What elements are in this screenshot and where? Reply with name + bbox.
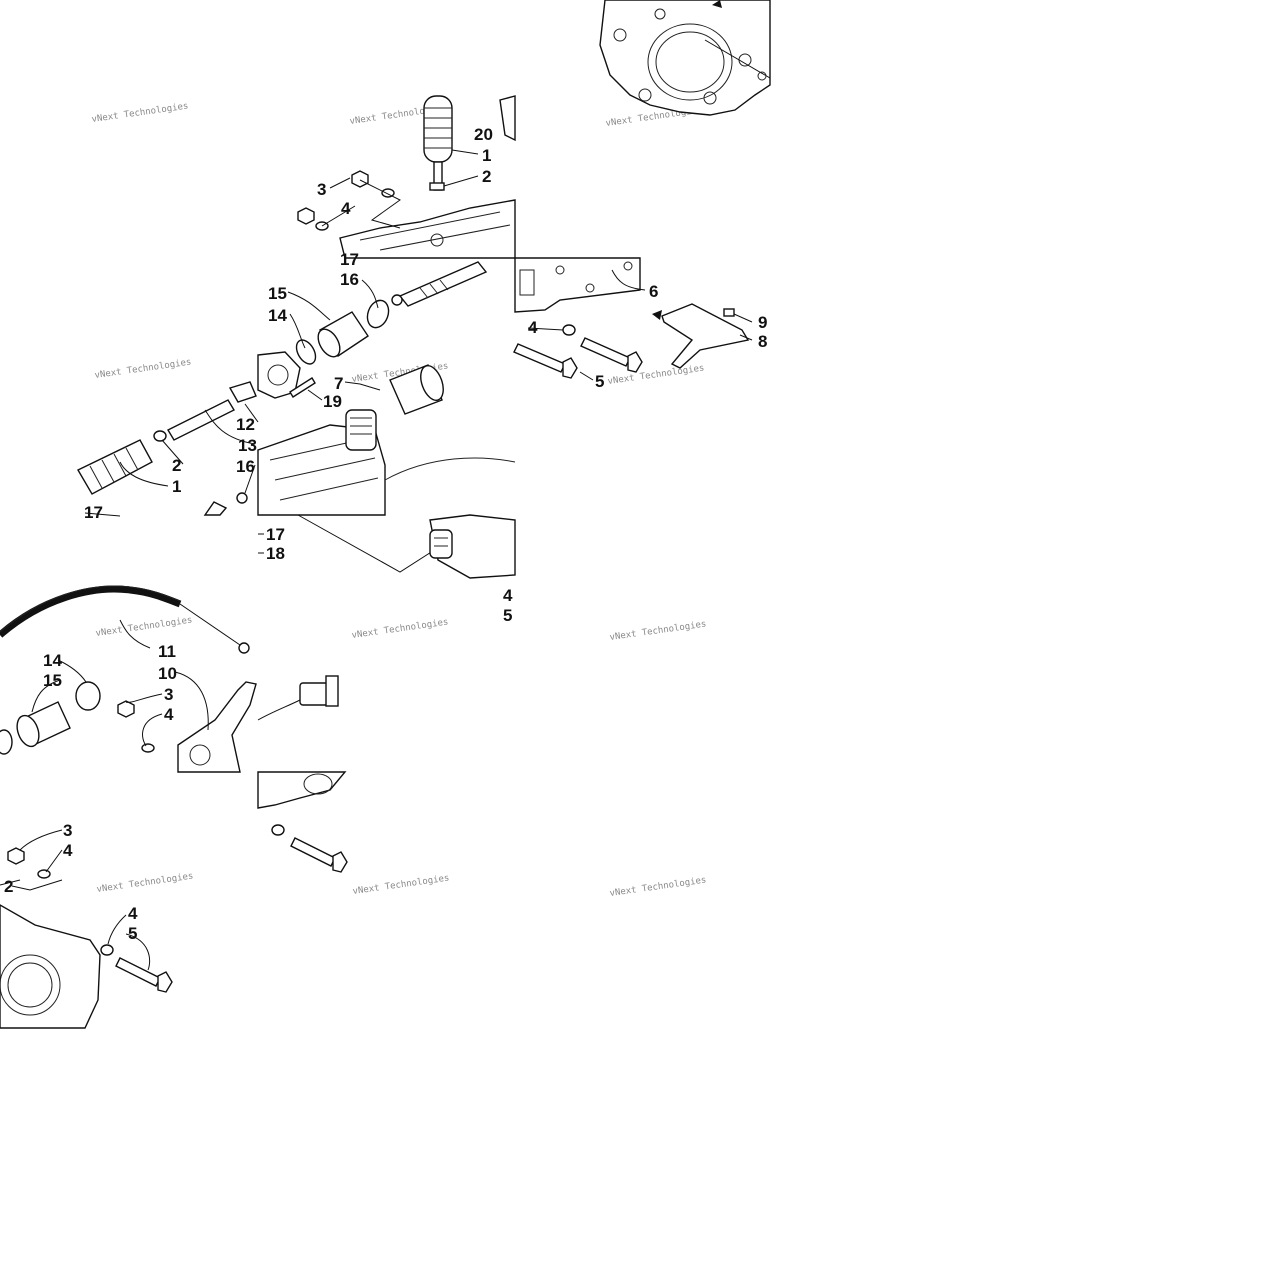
callout-17-left: 17 xyxy=(84,503,103,522)
callout-4-motor: 4 xyxy=(503,586,513,605)
rubber-boot-part xyxy=(77,439,153,495)
callout-5-bolt: 5 xyxy=(128,924,137,943)
motor-lower xyxy=(257,514,516,721)
callout-5-motor: 5 xyxy=(503,606,512,625)
nut-part xyxy=(351,170,369,188)
callout-labels: 20 1 2 3 4 17 16 15 14 12 13 2 1 16 7 19… xyxy=(4,125,767,943)
leader-lines xyxy=(0,149,753,971)
clip-part xyxy=(153,430,167,442)
connector-part xyxy=(257,675,339,721)
callout-1-lower: 1 xyxy=(172,477,181,496)
watermark: vNext Technologies xyxy=(609,619,707,642)
ring-part xyxy=(75,681,101,711)
bolt-part-long xyxy=(290,837,348,873)
watermark: vNext Technologies xyxy=(94,357,192,380)
gear-selector-upper xyxy=(297,95,516,307)
callout-12: 12 xyxy=(236,415,255,434)
washer-part xyxy=(100,944,114,956)
callout-2-bottom: 2 xyxy=(4,877,13,896)
callout-9: 9 xyxy=(758,313,767,332)
watermark: vNext Technologies xyxy=(352,873,450,896)
callout-2: 2 xyxy=(482,167,491,186)
bracket-part xyxy=(661,303,750,369)
rubber-boot-part xyxy=(423,95,453,191)
callout-4-right: 4 xyxy=(528,318,538,337)
callout-11: 11 xyxy=(158,642,176,661)
cover-part xyxy=(499,95,516,142)
callout-8: 8 xyxy=(758,332,767,351)
washer-part xyxy=(37,869,51,879)
callout-7: 7 xyxy=(334,374,343,393)
callout-4-bottom: 4 xyxy=(63,841,73,860)
callout-16: 16 xyxy=(340,270,359,289)
watermark: vNext Technologies xyxy=(351,617,449,640)
housing-lower-left xyxy=(0,847,173,1029)
ring-part xyxy=(366,299,390,329)
bracket-part xyxy=(228,381,257,403)
cable-and-boots xyxy=(0,585,257,773)
callout-19: 19 xyxy=(323,392,342,411)
callout-14-lower: 14 xyxy=(43,651,62,670)
nut-part xyxy=(117,700,135,718)
callout-3: 3 xyxy=(317,180,326,199)
callout-20: 20 xyxy=(474,125,493,144)
bolt-part-long xyxy=(513,343,578,379)
watermark: vNext Technologies xyxy=(91,101,189,124)
callout-5-right: 5 xyxy=(595,372,604,391)
screw-part xyxy=(289,377,316,398)
watermark: vNext Technologies xyxy=(609,875,707,898)
callout-15: 15 xyxy=(268,284,287,303)
clip-part xyxy=(429,182,445,191)
washer-part xyxy=(141,743,155,753)
callout-3-lower: 3 xyxy=(164,685,173,704)
nut-part xyxy=(7,847,25,865)
gearbox-center xyxy=(203,409,516,516)
callout-4-lower: 4 xyxy=(164,705,174,724)
callout-14: 14 xyxy=(268,306,287,325)
boot-assembly-left xyxy=(257,294,444,415)
callout-10: 10 xyxy=(158,664,177,683)
selector-shaft-assembly xyxy=(77,381,257,495)
washer-part xyxy=(271,824,285,836)
callout-2-lower: 2 xyxy=(172,456,181,475)
nut-part xyxy=(297,207,315,225)
lever-part xyxy=(177,681,257,773)
shaft-part xyxy=(167,399,235,441)
callout-4: 4 xyxy=(341,199,351,218)
callout-3-bottom: 3 xyxy=(63,821,72,840)
callout-6: 6 xyxy=(649,282,658,301)
boot-part-7 xyxy=(389,364,444,415)
watermarks: vNext Technologies vNext Technologies vN… xyxy=(91,101,707,898)
housing-fragment-top-right xyxy=(599,0,771,116)
ring-part xyxy=(295,339,317,365)
housing-lower-center xyxy=(257,771,348,873)
bolt-part xyxy=(723,308,735,317)
bearing-part xyxy=(391,294,403,306)
bolt-part-long xyxy=(580,337,643,373)
gearcase-part xyxy=(339,199,516,259)
watermark: vNext Technologies xyxy=(607,363,705,386)
callout-1: 1 xyxy=(482,146,491,165)
callout-4-bolt: 4 xyxy=(128,904,138,923)
callout-18: 18 xyxy=(266,544,285,563)
callout-17: 17 xyxy=(340,250,359,269)
callout-17-center: 17 xyxy=(266,525,285,544)
gearcase-right-side xyxy=(513,257,750,379)
bolt-part-long xyxy=(115,957,173,993)
watermark: vNext Technologies xyxy=(95,615,193,638)
callout-16-lower: 16 xyxy=(236,457,255,476)
washer-part xyxy=(562,324,576,336)
watermark: vNext Technologies xyxy=(96,871,194,894)
callout-13: 13 xyxy=(238,436,257,455)
callout-15-lower: 15 xyxy=(43,671,62,690)
